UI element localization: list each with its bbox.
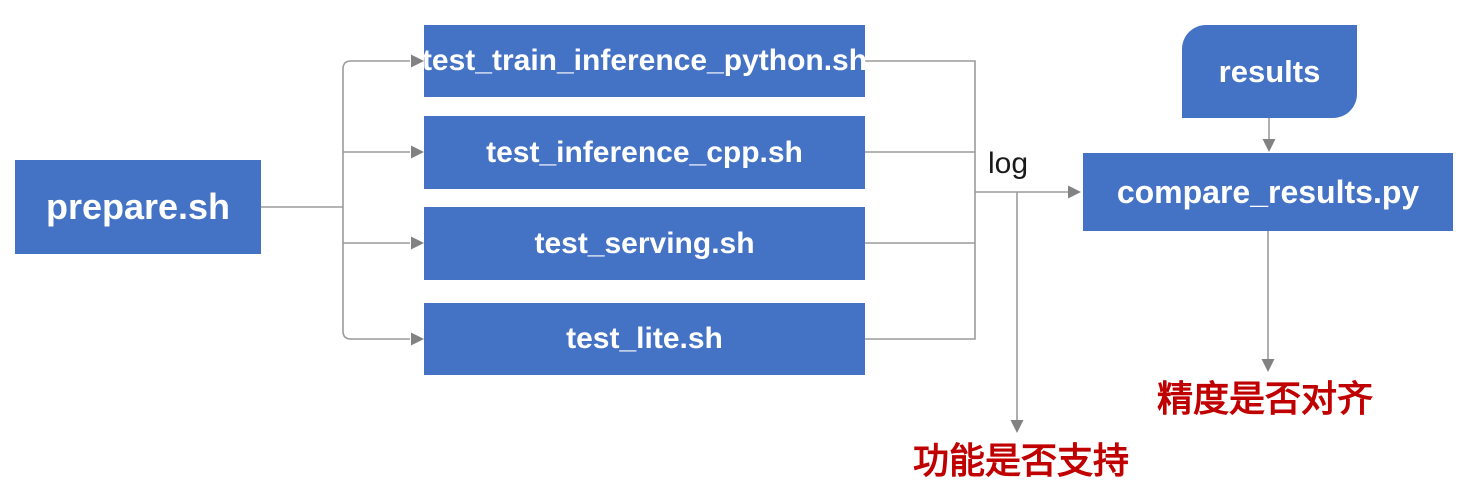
- node-compare-results-py: compare_results.py: [1083, 153, 1453, 231]
- collector-rail: [865, 60, 976, 340]
- arrowhead-accuracy-caption: [1261, 359, 1275, 372]
- arrowhead-function-caption: [1010, 420, 1024, 433]
- node-results: results: [1182, 25, 1357, 118]
- node-test-inference-cpp: test_inference_cpp.sh: [424, 116, 865, 189]
- edge-label-log: log: [988, 147, 1029, 180]
- node-test-train-inference-python: test_train_inference_python.sh: [422, 25, 867, 97]
- branch-rail: [342, 60, 410, 340]
- node-test-serving: test_serving.sh: [424, 207, 865, 280]
- node-test-lite: test_lite.sh: [424, 303, 865, 375]
- arrowhead-test4: [411, 332, 424, 346]
- arrowhead-results-down: [1262, 139, 1276, 152]
- arrowhead-test3: [411, 236, 424, 250]
- caption-function-support: 功能是否支持: [912, 440, 1130, 481]
- arrowhead-test2: [411, 145, 424, 159]
- arrowhead-test1: [411, 54, 424, 68]
- caption-accuracy-aligned: 精度是否对齐: [1156, 378, 1374, 419]
- arrowhead-compare: [1068, 185, 1081, 199]
- node-prepare-sh: prepare.sh: [15, 160, 261, 254]
